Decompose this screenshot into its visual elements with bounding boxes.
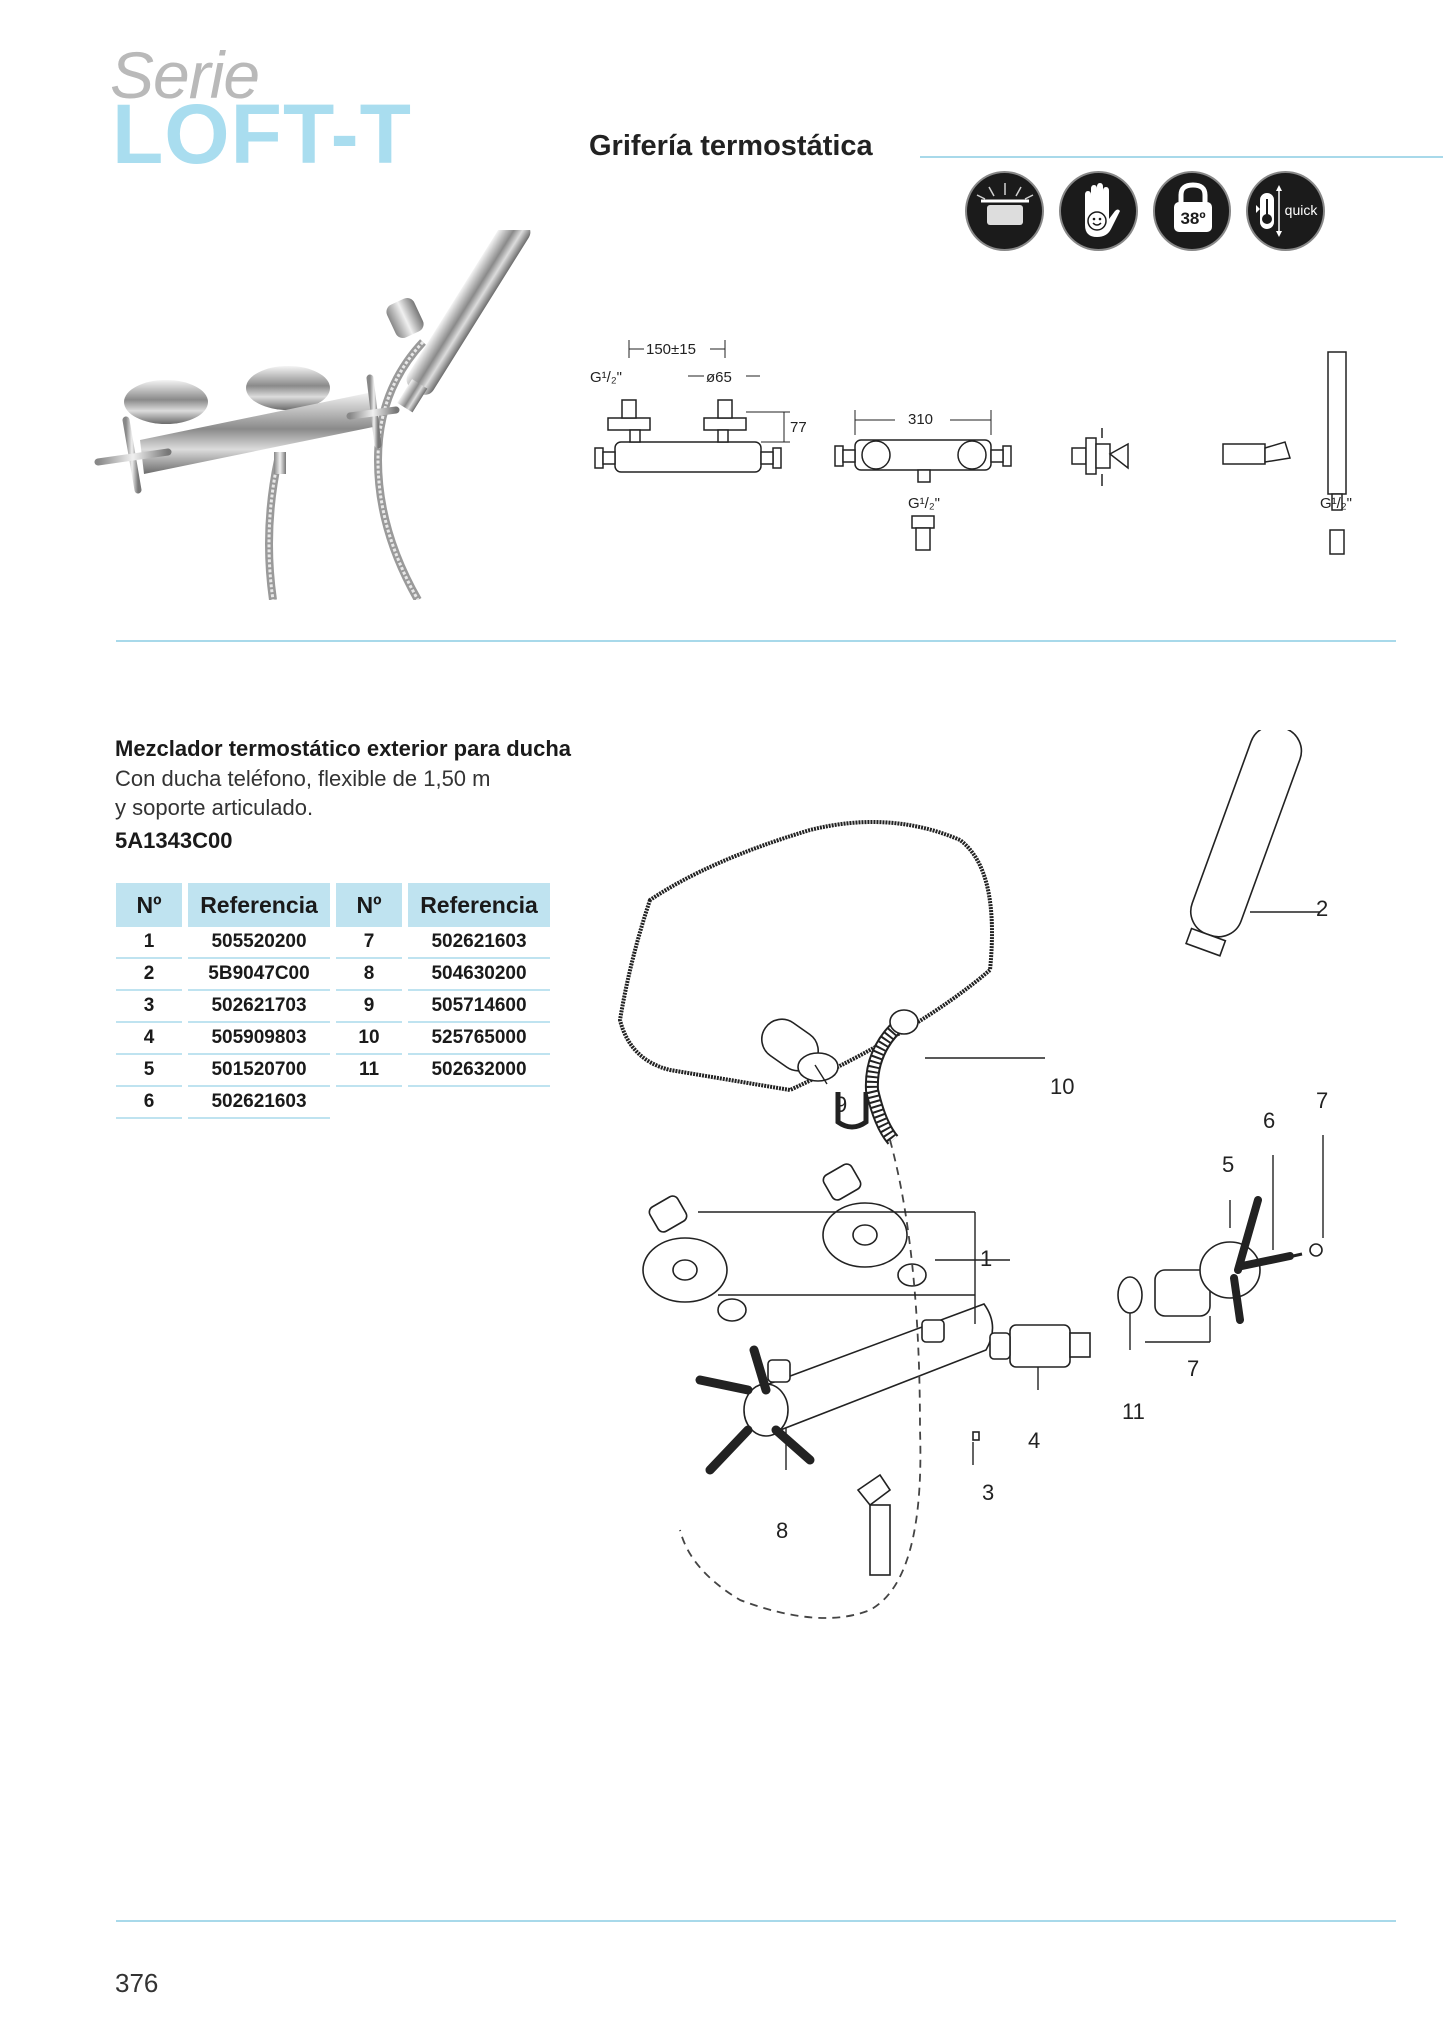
part-ref: 501520700	[188, 1055, 330, 1087]
part-num: 6	[116, 1087, 182, 1119]
label-part-6: 6	[1263, 1108, 1275, 1133]
product-desc-1: Con ducha teléfono, flexible de 1,50 m	[115, 766, 491, 791]
product-code: 5A1343C00	[115, 828, 233, 853]
dim-spacing: 150±15	[646, 341, 696, 358]
part-ref: 502632000	[408, 1055, 550, 1087]
label-part-11: 11	[1122, 1399, 1145, 1424]
dim-thread-label: G¹/₂"	[590, 369, 622, 386]
part-num: 3	[116, 991, 182, 1023]
exploded-view-diagram: 2 1 3 4 5 6 7 7 8 9 10 11	[617, 730, 1328, 1619]
label-part-2: 2	[1316, 896, 1328, 921]
label-part-9: 9	[835, 1092, 847, 1117]
table-row: 4 505909803 10 525765000	[116, 1023, 550, 1055]
col-header-ref-2: Referencia	[408, 883, 550, 927]
empty-cell	[408, 1087, 550, 1119]
part-ref: 504630200	[408, 959, 550, 991]
dim-height: 77	[790, 419, 807, 436]
anti-scald-icon	[965, 171, 1044, 251]
label-part-3: 3	[982, 1480, 994, 1505]
label-part-5: 5	[1222, 1152, 1234, 1177]
feature-icons: 38º quick	[965, 171, 1325, 255]
footer-rule	[116, 1920, 1396, 1922]
part-num: 7	[336, 927, 402, 959]
label-part-7a: 7	[1316, 1088, 1328, 1113]
part-ref: 5B9047C00	[188, 959, 330, 991]
dim-thread-hand: G¹/₂"	[1320, 495, 1352, 512]
part-ref: 525765000	[408, 1023, 550, 1055]
temperature-38-label: 38º	[1180, 209, 1205, 228]
product-photo	[94, 230, 531, 600]
part-ref: 505714600	[408, 991, 550, 1023]
col-header-num: Nº	[116, 883, 182, 927]
table-row: 6 502621603	[116, 1087, 550, 1119]
col-header-ref: Referencia	[188, 883, 330, 927]
part-num: 1	[116, 927, 182, 959]
part-ref: 505909803	[188, 1023, 330, 1055]
product-desc-2: y soporte articulado.	[115, 795, 314, 820]
part-num: 9	[336, 991, 402, 1023]
parts-table: Nº Referencia Nº Referencia 1 505520200 …	[110, 883, 556, 1119]
part-ref: 502621703	[188, 991, 330, 1023]
dim-diameter: ø65	[706, 369, 732, 386]
series-label: Serie	[110, 38, 260, 112]
section-rule	[116, 640, 1396, 642]
table-row: 3 502621703 9 505714600	[116, 991, 550, 1023]
part-num: 2	[116, 959, 182, 991]
part-ref: 505520200	[188, 927, 330, 959]
part-num: 4	[116, 1023, 182, 1055]
part-num: 8	[336, 959, 402, 991]
product-name: Mezclador termostático exterior para duc…	[115, 736, 572, 761]
label-part-8: 8	[776, 1518, 788, 1543]
part-num: 5	[116, 1055, 182, 1087]
part-num: 11	[336, 1055, 402, 1087]
label-part-1: 1	[980, 1246, 992, 1271]
quick-label: quick	[1285, 202, 1319, 218]
dim-length: 310	[908, 411, 933, 428]
label-part-10: 10	[1050, 1074, 1074, 1099]
dim-thread-bottom: G¹/₂"	[908, 495, 940, 512]
part-ref: 502621603	[188, 1087, 330, 1119]
safe-touch-icon	[1058, 171, 1138, 251]
col-header-num-2: Nº	[336, 883, 402, 927]
label-part-7b: 7	[1187, 1356, 1199, 1381]
quick-thermostat-icon: quick	[1246, 171, 1325, 251]
part-ref: 502621603	[408, 927, 550, 959]
table-row: 2 5B9047C00 8 504630200	[116, 959, 550, 991]
temperature-38-icon: 38º	[1152, 171, 1232, 251]
table-row: 5 501520700 11 502632000	[116, 1055, 550, 1087]
table-row: 1 505520200 7 502621603	[116, 927, 550, 959]
empty-cell	[336, 1087, 402, 1119]
part-num: 10	[336, 1023, 402, 1055]
dimension-drawings: 150±15 G¹/₂" ø65 77 310 G¹/₂" G¹/₂"	[590, 340, 1352, 555]
label-part-4: 4	[1028, 1428, 1040, 1453]
category-title: Grifería termostática	[589, 130, 873, 162]
header-rule	[920, 156, 1443, 158]
model-name: LOFT-T	[112, 87, 412, 181]
page-number: 376	[115, 1968, 159, 1998]
